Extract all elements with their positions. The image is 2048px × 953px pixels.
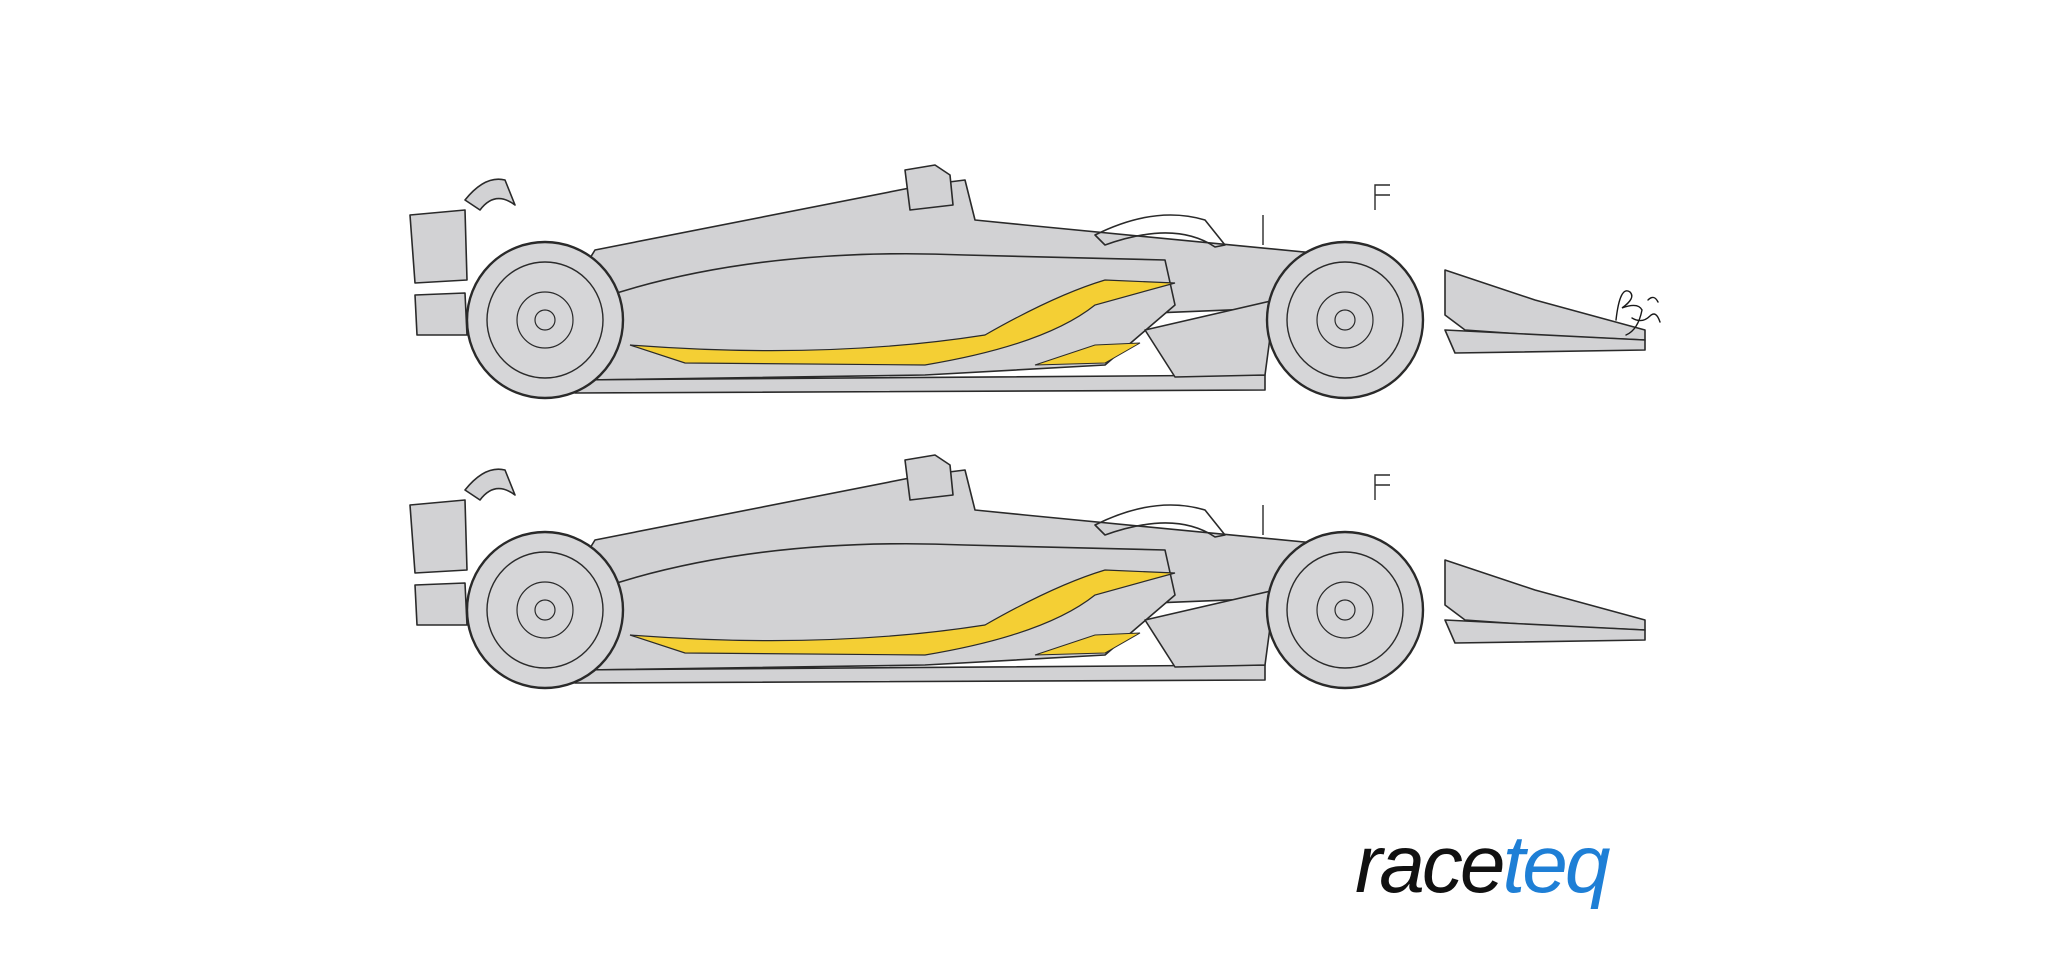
side-deflector <box>1144 589 1276 668</box>
artist-signature <box>1608 280 1668 350</box>
raceteq-logo: raceteq <box>1355 822 1675 932</box>
car-drawing-top <box>409 164 1646 400</box>
logo-wordmark: raceteq <box>1355 822 1614 910</box>
front-wheel <box>1265 530 1425 690</box>
rear-wing-pillar <box>464 178 516 211</box>
sidepod-highlight <box>629 569 1176 656</box>
rear-wing-pillar <box>464 468 516 501</box>
sidepod <box>544 542 1176 671</box>
front-camera-mount <box>1374 184 1390 210</box>
svg-text:raceteq: raceteq <box>1355 822 1611 910</box>
signature-drawing <box>1615 290 1661 336</box>
floor-highlight <box>1034 632 1141 656</box>
car-side-view-bottom <box>405 454 1665 695</box>
rear-wing-endplate <box>414 292 468 336</box>
car-side-view-top <box>405 164 1665 405</box>
halo <box>1094 214 1226 248</box>
logo-text-teq: teq <box>1503 822 1611 910</box>
sidepod <box>544 252 1176 381</box>
rear-wing <box>409 499 468 574</box>
floor-highlight <box>1034 342 1141 366</box>
side-deflector <box>1144 299 1276 378</box>
sidepod-highlight <box>629 279 1176 366</box>
rear-wing <box>409 209 468 284</box>
airbox <box>904 164 954 211</box>
front-wheel <box>1265 240 1425 400</box>
logo-text-race: race <box>1355 822 1503 910</box>
rear-wheel <box>465 240 625 400</box>
front-wing <box>1444 619 1646 644</box>
rear-wheel <box>465 530 625 690</box>
airbox <box>904 454 954 501</box>
front-wing <box>1444 329 1646 354</box>
nose-cone <box>1444 559 1646 631</box>
front-camera-mount <box>1374 474 1390 500</box>
halo <box>1094 504 1226 538</box>
rear-wing-endplate <box>414 582 468 626</box>
car-drawing-bottom <box>409 454 1646 690</box>
